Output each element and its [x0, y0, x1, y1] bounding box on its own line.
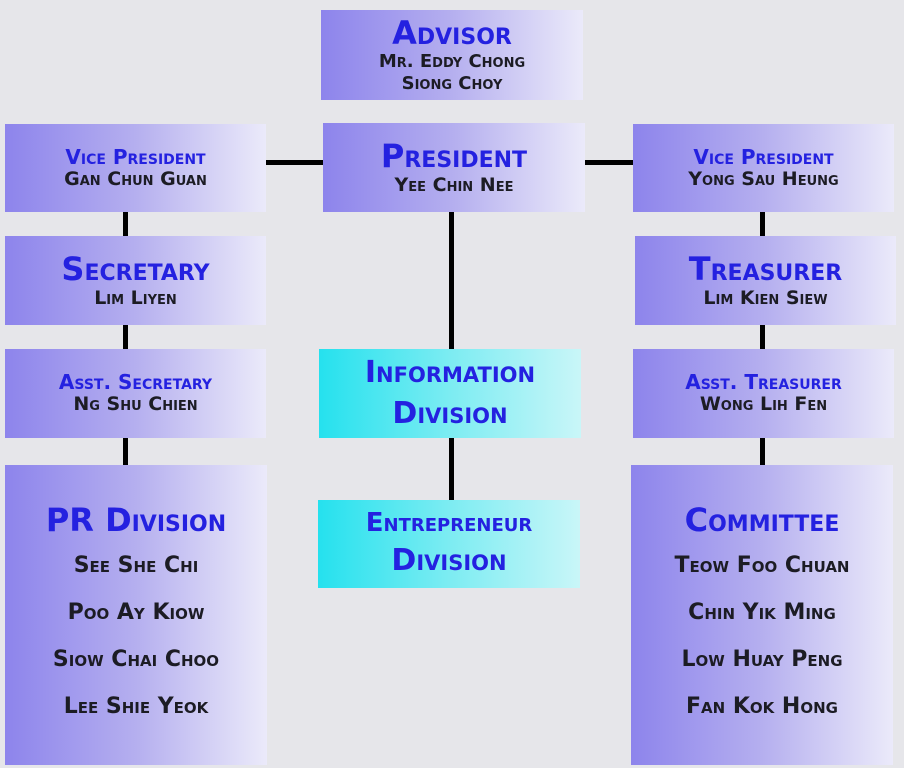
advisor-box: Advisor Mr. Eddy Chong Siong Choy	[321, 10, 583, 100]
connector-secretary-asst-secretary	[123, 325, 128, 349]
committee-member: Low Huay Peng	[681, 647, 843, 673]
pr-division-member: Lee Shie Yeok	[63, 694, 209, 720]
entrepreneur-division-box: Entrepreneur Division	[318, 500, 580, 588]
committee-member: Fan Kok Hong	[686, 694, 838, 720]
pr-division-member: See She Chi	[73, 553, 199, 579]
pr-division-member: Poo Ay Kiow	[67, 600, 205, 626]
advisor-name-line2: Siong Choy	[401, 72, 503, 94]
president-name: Yee Chin Nee	[394, 173, 514, 196]
connector-asst-secretary-pr	[123, 438, 128, 465]
committee-member-list: Teow Foo Chuan Chin Yik Ming Low Huay Pe…	[675, 542, 850, 730]
connector-vp-right-treasurer	[760, 212, 765, 236]
advisor-name-line1: Mr. Eddy Chong	[378, 51, 526, 72]
vice-president-left-role: Vice President	[65, 144, 206, 169]
committee-member: Chin Yik Ming	[688, 600, 836, 626]
secretary-name: Lim Liyen	[94, 286, 177, 309]
vice-president-left-box: Vice President Gan Chun Guan	[5, 124, 266, 212]
treasurer-name: Lim Kien Siew	[703, 286, 828, 309]
pr-division-title: PR Division	[45, 501, 227, 539]
president-box: President Yee Chin Nee	[323, 123, 585, 212]
asst-treasurer-name: Wong Lih Fen	[699, 393, 828, 416]
connector-vp-left-president	[266, 160, 324, 165]
committee-member: Teow Foo Chuan	[674, 553, 850, 579]
asst-secretary-box: Asst. Secretary Ng Shu Chien	[5, 349, 266, 438]
vice-president-right-name: Yong Sau Heung	[688, 167, 839, 190]
pr-division-member-list: See She Chi Poo Ay Kiow Siow Chai Choo L…	[53, 542, 219, 730]
connector-president-information	[449, 212, 454, 349]
asst-treasurer-box: Asst. Treasurer Wong Lih Fen	[633, 349, 894, 438]
connector-president-vp-right	[584, 160, 634, 165]
treasurer-role: Treasurer	[688, 249, 843, 288]
pr-division-box: PR Division See She Chi Poo Ay Kiow Siow…	[5, 465, 267, 765]
committee-box: Committee Teow Foo Chuan Chin Yik Ming L…	[631, 465, 893, 765]
vice-president-right-box: Vice President Yong Sau Heung	[633, 124, 894, 212]
asst-secretary-role: Asst. Secretary	[58, 370, 213, 395]
vice-president-right-role: Vice President	[693, 144, 834, 169]
president-role: President	[380, 136, 528, 175]
advisor-role: Advisor	[392, 13, 512, 52]
committee-title: Committee	[684, 501, 840, 539]
treasurer-box: Treasurer Lim Kien Siew	[635, 236, 896, 325]
asst-treasurer-role: Asst. Treasurer	[685, 370, 842, 395]
pr-division-member: Siow Chai Choo	[52, 647, 220, 673]
entrepreneur-division-line2: Division	[391, 543, 507, 579]
connector-vp-left-secretary	[123, 212, 128, 236]
secretary-box: Secretary Lim Liyen	[5, 236, 266, 325]
connector-information-entrepreneur	[449, 438, 454, 500]
vice-president-left-name: Gan Chun Guan	[64, 167, 207, 190]
information-division-box: Information Division	[319, 349, 581, 438]
asst-secretary-name: Ng Shu Chien	[73, 393, 198, 416]
information-division-line2: Division	[392, 395, 508, 431]
connector-treasurer-asst-treasurer	[760, 325, 765, 349]
entrepreneur-division-line1: Entrepreneur	[365, 508, 533, 539]
secretary-role: Secretary	[61, 249, 210, 288]
information-division-line1: Information	[364, 355, 536, 390]
connector-asst-treasurer-committee	[760, 438, 765, 465]
